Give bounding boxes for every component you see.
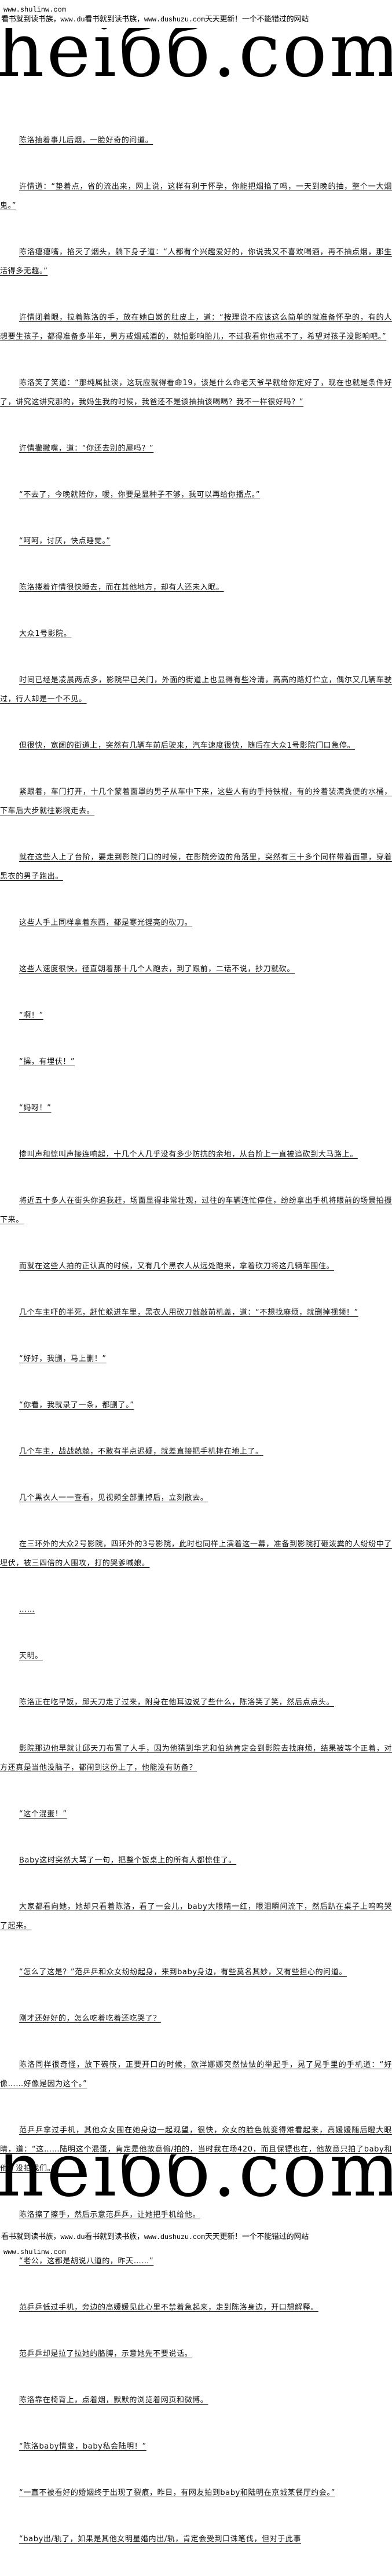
chapter-content: 陈洛抽着事儿后烟，一脸好奇的问道。许情道：“垫着点，省的流出来，网上说，这样有利… bbox=[0, 131, 392, 2576]
paragraph: 陈洛擦了擦手，然后示意范乒乒，让她把手机给他。 bbox=[19, 2211, 200, 2219]
paragraph: “一直不被看好的婚姻终于出现了裂痕，昨日，有网友拍到baby和陆明在京城某餐厅约… bbox=[19, 2489, 335, 2497]
paragraph: 陈洛同样很奇怪，放下碗筷，正要开口的时候，欧洋娜娜突然怯怯的举起手，晃了晃手里的… bbox=[0, 2061, 392, 2088]
paragraph: 影院那边他早就让邱天刀布置了人手，因为他猜到华艺和伯纳肯定会到影院去找麻烦，结果… bbox=[0, 1744, 392, 1772]
banner-link[interactable]: www.dushuzu.com bbox=[144, 2233, 205, 2241]
paragraph: 天明。 bbox=[19, 1652, 43, 1660]
paragraph: “呵呵，讨厌，快点睡觉。” bbox=[19, 537, 111, 546]
banner-text: 天天更新！一个不能错过的网站 bbox=[204, 15, 309, 24]
paragraph: 范乒乒拿过手机，其他众女围在她身边一起观望，很快，众女的脸色就变得难看起来，高媛… bbox=[0, 2126, 392, 2173]
paragraph: “baby出/轨了，如果是其他女明星婚内出/轨，肯定会受到口诛笔伐，但对于此事 bbox=[19, 2535, 302, 2544]
paragraph: 大众1号影院。 bbox=[19, 630, 72, 638]
paragraph: 许情闭着眼，拉着陈洛的手，放在她白嫩的肚皮上，道：“按理说不应该这么简单的就准备… bbox=[0, 313, 392, 341]
banner-text: 看书就到读书族， bbox=[1, 2233, 61, 2241]
banner-text: 看书就到读书族， bbox=[85, 2233, 144, 2241]
paragraph: “好好，我删，马上删！” bbox=[19, 1355, 107, 1363]
banner-link[interactable]: www.du bbox=[60, 2233, 85, 2241]
banner-text: 天天更新！一个不能错过的网站 bbox=[204, 2233, 309, 2241]
paragraph: “怎么了这是？”范乒乒和众女纷纷起身，来到baby身边，有些莫名其妙，又有些担心… bbox=[19, 1968, 347, 1977]
logo-text: heiбб.com bbox=[0, 28, 392, 86]
paragraph: 惨叫声和惊叫声接连响起，十几个人几乎没有多少防抗的余地，从台阶上一直被追砍到大马… bbox=[19, 1150, 358, 1159]
paragraph: “这个混蛋！” bbox=[19, 1810, 67, 1818]
paragraph: 许情道：“垫着点，省的流出来，网上说，这样有利于怀孕，你能把烟掐了吗，一天到晚的… bbox=[0, 182, 392, 210]
paragraph: …… bbox=[19, 1605, 35, 1614]
paragraph: 时间已经是凌晨两点多，影院早已关门，外面的街道上也显得有些冷清，高高的路灯伫立，… bbox=[0, 676, 392, 704]
paragraph: “操，有埋伏！” bbox=[19, 1058, 75, 1066]
watermark-logo-top: heiбб.com bbox=[0, 28, 392, 86]
paragraph: 紧跟着，车门打开，十几个蒙着面罩的男子从车中下来，这些人有的手持铁棍，有的拎着装… bbox=[0, 788, 392, 815]
paragraph: 陈洛靠在椅背上，点着烟，默默的浏览着网页和微博。 bbox=[19, 2396, 208, 2405]
paragraph: “陈洛baby情变，baby私会陆明！” bbox=[19, 2442, 146, 2451]
paragraph: 陈洛瘪瘪嘴，掐灭了烟头，躺下身子道：“人都有个兴趣爱好的，你说我又不喜欢喝酒，再… bbox=[0, 248, 392, 276]
watermark-logo-bottom: heiбб.com bbox=[0, 2154, 392, 2212]
logo-text: heiбб.com bbox=[0, 2154, 392, 2212]
banner-text: 看书就到读书族， bbox=[85, 15, 144, 24]
paragraph: “啊！” bbox=[19, 1011, 43, 1020]
site-url-bottom[interactable]: www.shulinw.com bbox=[3, 2248, 67, 2256]
banner-link[interactable]: www.du bbox=[60, 16, 85, 24]
site-banner-bottom: 看书就到读书族，www.du看书就到读书族，www.dushuzu.com天天更… bbox=[1, 2233, 309, 2242]
paragraph: “不去了，今晚就陪你，嗳，你要是显种子不够，我可以再给你播点。” bbox=[19, 491, 261, 499]
paragraph: 陈洛笑了笑道：“那纯属扯淡，这玩应就得看命19，该是什么命老天爷早就给你定好了，… bbox=[0, 379, 392, 407]
paragraph: 几个黑衣人一一查看，见视频全部删掉后，立刻散去。 bbox=[19, 1494, 208, 1502]
paragraph: “妈呀！” bbox=[19, 1104, 52, 1113]
site-url-top[interactable]: www.shulinw.com bbox=[3, 6, 67, 14]
paragraph: Baby这时突然大骂了一句，把整个饭桌上的所有人都惊住了。 bbox=[19, 1856, 237, 1865]
paragraph: 范乒乒却是拉了拉她的胳膊，示意她先不要说话。 bbox=[19, 2350, 193, 2358]
paragraph: 这些人速度很快，径直朝着那十几个人跑去，到了跟前，二话不说，抄刀就砍。 bbox=[19, 965, 295, 974]
paragraph: 许情撇撇嘴，道：“你还去别的屋吗？” bbox=[19, 444, 154, 453]
paragraph: 几个车主吓的半死，赶忙躲进车里，黑衣人用砍刀敲敲前机盖，道：“不想找麻烦，就删掉… bbox=[19, 1308, 358, 1317]
site-banner-top: 看书就到读书族，www.du看书就到读书族，www.dushuzu.com天天更… bbox=[1, 15, 309, 24]
paragraph: 就在这些人上了台阶，要走到影院门口的时候，在影院旁边的角落里，突然有三十多个同样… bbox=[0, 853, 392, 881]
paragraph: 范乒乒低过手机，旁边的高媛媛见此心里不禁着急起来，走到陈洛身边，开口想解释。 bbox=[19, 2303, 318, 2312]
paragraph: 大家都看向她，她却只看着陈洛，看了一会儿，baby大眼睛一红，眼泪瞬间流下，然后… bbox=[0, 1902, 392, 1930]
banner-text: 看书就到读书族， bbox=[1, 15, 61, 24]
paragraph: 陈洛搂着许情很快睡去，而在其他地方，却有人还未入眠。 bbox=[19, 583, 224, 592]
banner-link[interactable]: www.dushuzu.com bbox=[144, 16, 205, 24]
paragraph: “你看，我就录了一条，都删了。” bbox=[19, 1401, 134, 1410]
paragraph: 陈洛正在吃早饭，邱天刀走了过来，附身在他耳边说了些什么，陈洛笑了笑，然后点点头。 bbox=[19, 1698, 335, 1707]
paragraph: 但很快，宽阔的街道上，突然有几辆车前后驶来，汽车速度很快，随后在大众1号影院门口… bbox=[19, 741, 356, 750]
paragraph: 将近五十多人在街头你追我赶，场面显得非常壮观，过往的车辆连忙停住，纷纷拿出手机将… bbox=[0, 1196, 392, 1224]
paragraph: 几个车主，战战兢兢，不敢有半点迟疑，就差直接把手机摔在地上了。 bbox=[19, 1447, 263, 1456]
paragraph: 刚才还好好的，怎么吃着吃着还吃哭了？ bbox=[19, 2014, 161, 2023]
paragraph: 在三环外的大众2号影院，四环外的3号影院，此时也同样上演着这一幕，准备到影院打砸… bbox=[0, 1540, 392, 1568]
paragraph: 而就在这些人拍的正认真的时候，又有几个黑衣人从远处跑来，拿着砍刀将这几辆车围住。 bbox=[19, 1262, 335, 1271]
paragraph: 这些人手上同样拿着东西，都是寒光铿亮的砍刀。 bbox=[19, 919, 193, 927]
paragraph: 陈洛抽着事儿后烟，一脸好奇的问道。 bbox=[19, 136, 153, 145]
